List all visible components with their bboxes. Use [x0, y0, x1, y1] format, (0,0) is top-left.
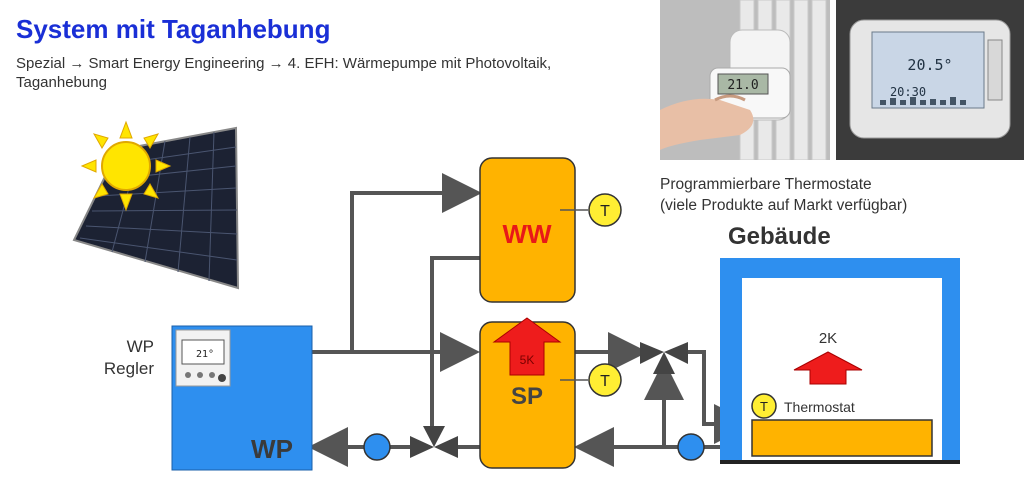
room-delta-label: 2K [819, 330, 837, 347]
building: 2K [720, 258, 960, 464]
ww-label: WW [502, 219, 552, 249]
caption-line-1: Programmierbare Thermostate [660, 176, 872, 193]
wp-controller-display: 21° [196, 349, 214, 360]
breadcrumb-line-2: Taganhebung [16, 74, 107, 91]
sun-icon [80, 120, 172, 212]
thermostat-caption: Programmierbare Thermostate (viele Produ… [660, 174, 1020, 216]
ww-tank: WW [479, 157, 588, 303]
radiator-thermostat-display: 21.0 [727, 78, 758, 93]
wp-controller-icon: 21° [175, 329, 231, 387]
pump-icon [363, 433, 391, 461]
heat-pump-unit: WP 21° [171, 325, 313, 471]
room-temp-sensor: T [751, 393, 777, 419]
breadcrumb-line-1: Spezial → Smart Energy Engineering → 4. … [16, 55, 552, 72]
ww-sensor-label: T [600, 203, 610, 220]
sp-tank: 5K SP [479, 317, 588, 469]
room-sensor-label: T [760, 399, 768, 414]
solar-panel-icon [72, 126, 240, 290]
radiator-thermostat-photo: 21.0 [660, 0, 830, 160]
wp-regler-label: WP Regler [70, 336, 154, 380]
three-way-valve-icon [410, 426, 458, 458]
pipes [308, 173, 754, 467]
caption-line-2: (viele Produkte auf Markt verfügbar) [660, 197, 908, 214]
ww-temp-sensor: T [588, 193, 622, 227]
building-label: Gebäude [728, 223, 831, 250]
pump-icon [677, 433, 705, 461]
wall-thermostat-time: 20:30 [890, 85, 926, 99]
three-way-valve-icon [640, 342, 688, 374]
sp-delta-label: 5K [520, 353, 535, 367]
wp-regler-line-1: WP [126, 337, 154, 356]
wall-thermostat-photo: 20.5° 20:30 [836, 0, 1024, 160]
wp-regler-line-2: Regler [103, 359, 154, 378]
heat-pump-label: WP [251, 434, 293, 464]
page-title: System mit Taganhebung [16, 14, 331, 44]
radiator [751, 419, 933, 457]
sp-sensor-label: T [600, 373, 610, 390]
breadcrumb: Spezial → Smart Energy Engineering → 4. … [16, 54, 656, 92]
thermostat-label: Thermostat [784, 399, 855, 415]
sp-temp-sensor: T [588, 363, 622, 397]
sp-label: SP [511, 383, 543, 410]
wall-thermostat-temp: 20.5° [907, 56, 952, 74]
